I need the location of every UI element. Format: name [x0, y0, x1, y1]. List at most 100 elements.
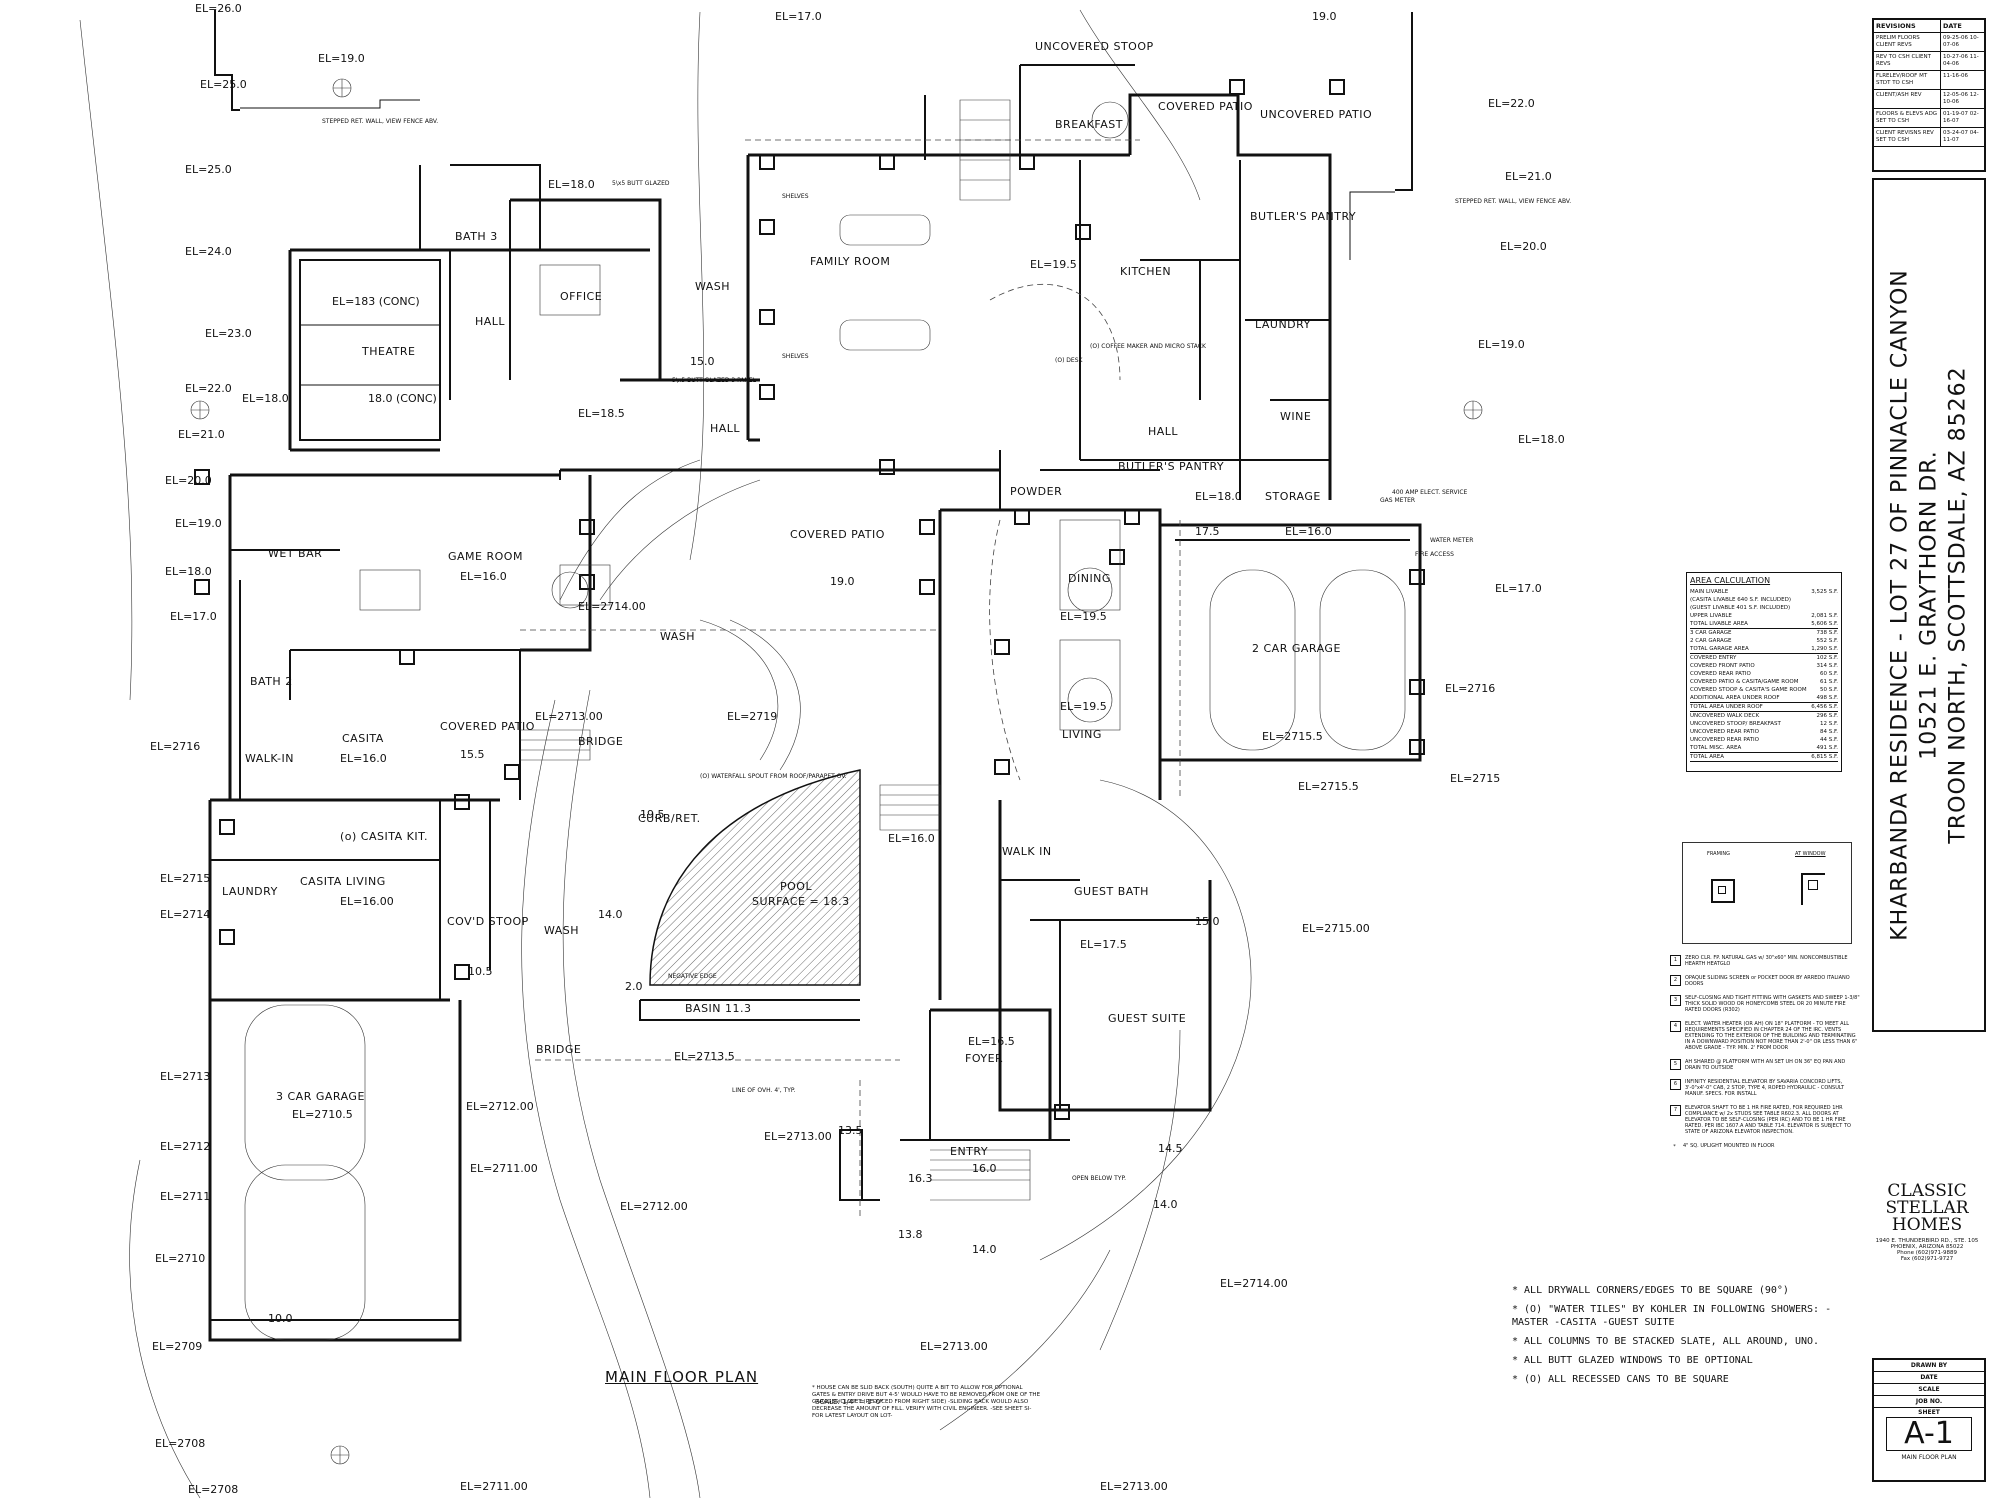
- keynote-text: ELECT. WATER HEATER (OR AH) ON 18" PLATF…: [1685, 1021, 1858, 1051]
- el-2713: EL=2713.00: [535, 710, 603, 723]
- label-laundry: LAUNDRY: [1255, 318, 1311, 331]
- area-row-value: 12 S.F.: [1819, 721, 1838, 727]
- spot-195: 19.5: [640, 808, 665, 821]
- area-row-label: (GUEST LIVABLE 401 S.F. INCLUDED): [1690, 605, 1791, 611]
- general-notes: * ALL DRYWALL CORNERS/EDGES TO BE SQUARE…: [1512, 1284, 1832, 1392]
- label-breakfast: BREAKFAST: [1055, 118, 1123, 131]
- callouts: STEPPED RET. WALL, VIEW FENCE ABV. STEPP…: [322, 118, 1571, 1182]
- el-21a: EL=21.0: [178, 428, 225, 441]
- spot-140: 14.0: [598, 908, 623, 921]
- room-labels: THEATRE OFFICE BATH 3 HALL FAMILY ROOM U…: [222, 40, 1372, 1158]
- el-19a: EL=19.0: [318, 52, 365, 65]
- revision-date: 09-25-06 10-07-06: [1943, 35, 1979, 48]
- label-bath2: BATH 2: [250, 675, 293, 688]
- keynote-number: 5: [1670, 1059, 1681, 1070]
- sheet-number: A-1: [1886, 1417, 1972, 1451]
- label-covered-patio-top: COVERED PATIO: [1158, 100, 1253, 113]
- area-row: (GUEST LIVABLE 401 S.F. INCLUDED): [1690, 604, 1838, 612]
- label-wine: WINE: [1280, 410, 1311, 423]
- el-195: EL=19.5: [1030, 258, 1077, 271]
- area-row-label: 2 CAR GARAGE: [1690, 638, 1732, 644]
- sheet-info: DRAWN BY DATE SCALE JOB NO. SHEET A-1 MA…: [1872, 1358, 1986, 1482]
- section-markers: [190, 78, 1483, 1465]
- revision-desc: CLIENT/ASH REV: [1874, 90, 1941, 108]
- keynote-text: 4" SQ. UPLIGHT MOUNTED IN FLOOR: [1683, 1143, 1775, 1149]
- callout-elect-service: 400 AMP ELECT. SERVICE: [1392, 489, 1468, 496]
- el-27110b: EL=2711.00: [460, 1480, 528, 1493]
- el-2710: EL=2710: [155, 1252, 205, 1265]
- drawn-by-label: DRAWN BY: [1874, 1360, 1984, 1372]
- keynote-number: 4: [1670, 1021, 1681, 1032]
- el-2709: EL=2709: [152, 1340, 202, 1353]
- el-2713a: EL=2713: [160, 1070, 210, 1083]
- area-row-value: 6,815 S.F.: [1811, 754, 1838, 760]
- area-row-value: 60 S.F.: [1819, 671, 1838, 677]
- area-row-label: (CASITA LIVABLE 640 S.F. INCLUDED): [1690, 597, 1791, 603]
- keynote-number: 1: [1670, 955, 1681, 966]
- house-walls: [208, 64, 1422, 1342]
- el-27130b: EL=2713.00: [764, 1130, 832, 1143]
- label-casita-living: CASITA LIVING: [300, 875, 386, 888]
- area-row-label: UNCOVERED REAR PATIO: [1690, 737, 1759, 743]
- revision-date: 12-05-06 12-10-06: [1943, 92, 1979, 105]
- spot-190b: 19.0: [1312, 10, 1337, 23]
- area-row-label: TOTAL LIVABLE AREA: [1690, 621, 1748, 627]
- el-2714a: EL=2714: [160, 908, 210, 921]
- label-butlers-pantry-top: BUTLER'S PANTRY: [1250, 210, 1356, 223]
- el-1600: EL=16.00: [340, 895, 394, 908]
- label-entry: ENTRY: [950, 1145, 988, 1158]
- el-17a: EL=17.0: [170, 610, 217, 623]
- keynote-number: *: [1673, 1144, 1676, 1150]
- revisions-table: REVISIONS DATE PRELIM FLOORS CLIENT REVS…: [1872, 18, 1986, 172]
- label-game-room: GAME ROOM: [448, 550, 523, 563]
- keynote-number: 7: [1670, 1105, 1681, 1116]
- spot-100: 10.0: [268, 1312, 293, 1325]
- el-21r: EL=21.0: [1505, 170, 1552, 183]
- callout-shelves1: SHELVES: [782, 193, 809, 200]
- area-row-value: 552 S.F.: [1816, 638, 1838, 644]
- keynote-text: INFINITY RESIDENTIAL ELEVATOR BY SAVARIA…: [1685, 1079, 1845, 1097]
- area-row-value: 5,606 S.F.: [1811, 621, 1838, 627]
- spot-140b: 14.0: [1153, 1198, 1178, 1211]
- retaining-walls: [79, 9, 1413, 701]
- el-18-conc: 18.0 (CONC): [368, 392, 437, 405]
- stairs: [520, 99, 1031, 1201]
- el-2719: EL=2719: [727, 710, 777, 723]
- spot-175: 17.5: [1195, 525, 1220, 538]
- area-row: (CASITA LIVABLE 640 S.F. INCLUDED): [1690, 596, 1838, 604]
- label-walk-in: WALK-IN: [245, 752, 294, 765]
- sheet-name: MAIN FLOOR PLAN: [1901, 1454, 1957, 1461]
- house-slide-note: * HOUSE CAN BE SLID BACK (SOUTH) QUITE A…: [812, 1385, 1041, 1419]
- elevation-labels: EL=26.0 EL=25.0 EL=19.0 EL=25.0 EL=24.0 …: [150, 2, 1565, 1496]
- el-19b: EL=19.0: [175, 517, 222, 530]
- project-name: KHARBANDA RESIDENCE - LOT 27 OF PINNACLE…: [1887, 269, 1913, 941]
- garage-outlines: [244, 101, 1406, 1341]
- firm-logo: CLASSIC STELLAR HOMES 1940 E. THUNDERBIR…: [1872, 1183, 1982, 1293]
- firm-fax: Fax (602)971-9727: [1900, 1256, 1954, 1262]
- label-wash2: WASH: [660, 630, 695, 643]
- el-23: EL=23.0: [205, 327, 252, 340]
- legend-framing-label: FRAMING: [1707, 851, 1730, 857]
- area-row-label: MAIN LIVABLE: [1690, 589, 1729, 595]
- label-foyer: FOYER: [965, 1052, 1003, 1065]
- label-wash1: WASH: [695, 280, 730, 293]
- label-uncovered-stoop: UNCOVERED STOOP: [1035, 40, 1154, 53]
- revision-desc: FLOORS & ELEVS ADG SET TO CSH: [1874, 109, 1941, 127]
- el-195b: EL=19.5: [1060, 610, 1107, 623]
- spot-150: 15.0: [690, 355, 715, 368]
- callout-shelves2: SHELVES: [782, 353, 809, 360]
